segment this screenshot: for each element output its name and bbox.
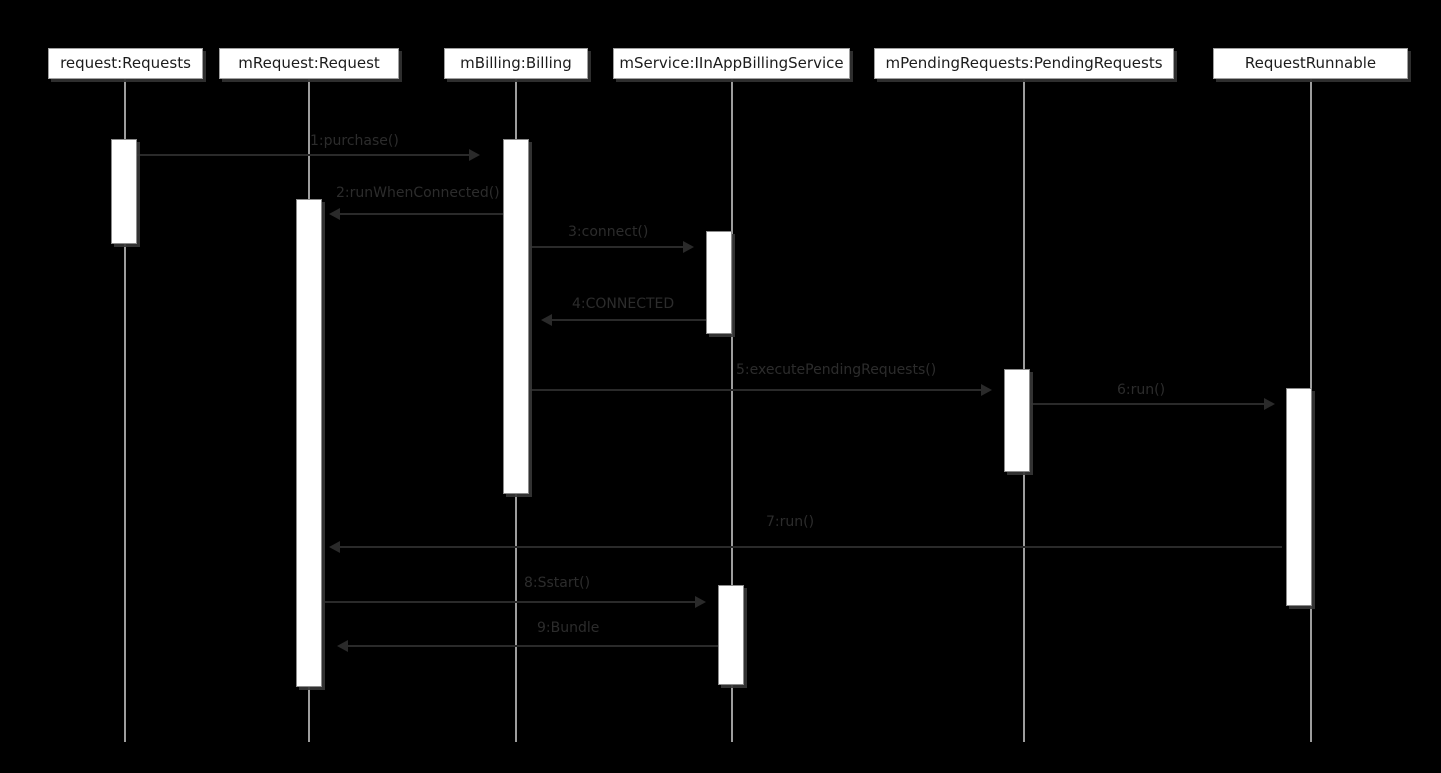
message-line-9-bundle — [348, 645, 719, 647]
message-line-2-runwhenconnected — [340, 213, 503, 215]
message-line-6-run — [1031, 403, 1268, 405]
arrowhead-2-runwhenconnected — [329, 208, 340, 220]
activation-mservice-start — [718, 585, 744, 685]
message-label-2-runwhenconnected: 2:runWhenConnected() — [336, 185, 500, 201]
participant-mservice-iinappbillingservice[interactable]: mService:IInAppBillingService — [613, 48, 850, 79]
lifeline-request-requests — [124, 79, 126, 742]
activation-requestrunnable — [1286, 388, 1312, 606]
message-line-5-executependingrequests — [530, 389, 985, 391]
arrowhead-5-executependingrequests — [981, 384, 992, 396]
message-label-1-purchase: 1:purchase() — [310, 133, 399, 149]
participant-mbilling-billing[interactable]: mBilling:Billing — [444, 48, 588, 79]
arrowhead-3-connect — [683, 241, 694, 253]
message-line-8-sstart — [325, 601, 699, 603]
activation-mrequest-request — [296, 199, 322, 687]
arrowhead-8-sstart — [695, 596, 706, 608]
participant-mpendingrequests[interactable]: mPendingRequests:PendingRequests — [874, 48, 1174, 79]
participant-request-requests[interactable]: request:Requests — [48, 48, 203, 79]
message-line-1-purchase — [137, 154, 474, 156]
activation-mpendingrequests — [1004, 369, 1030, 472]
arrowhead-7-run — [329, 541, 340, 553]
message-line-4-connected — [552, 319, 707, 321]
message-label-7-run: 7:run() — [766, 514, 815, 530]
arrowhead-1-purchase — [469, 149, 480, 161]
message-label-5-executependingrequests: 5:executePendingRequests() — [736, 362, 937, 378]
message-label-8-sstart: 8:Sstart() — [524, 575, 591, 591]
message-label-4-connected: 4:CONNECTED — [572, 296, 675, 312]
activation-mbilling-billing — [503, 139, 529, 494]
message-label-9-bundle: 9:Bundle — [537, 620, 600, 636]
arrowhead-6-run — [1264, 398, 1275, 410]
message-line-7-run — [340, 546, 1282, 548]
participant-requestrunnable[interactable]: RequestRunnable — [1213, 48, 1408, 79]
activation-mservice-connect — [706, 231, 732, 334]
message-label-3-connect: 3:connect() — [568, 224, 649, 240]
message-label-6-run: 6:run() — [1117, 382, 1166, 398]
arrowhead-4-connected — [541, 314, 552, 326]
activation-request-requests — [111, 139, 137, 244]
message-line-3-connect — [530, 246, 687, 248]
arrowhead-9-bundle — [337, 640, 348, 652]
participant-mrequest-request[interactable]: mRequest:Request — [219, 48, 399, 79]
lifeline-mservice-iinappbillingservice — [731, 79, 733, 742]
